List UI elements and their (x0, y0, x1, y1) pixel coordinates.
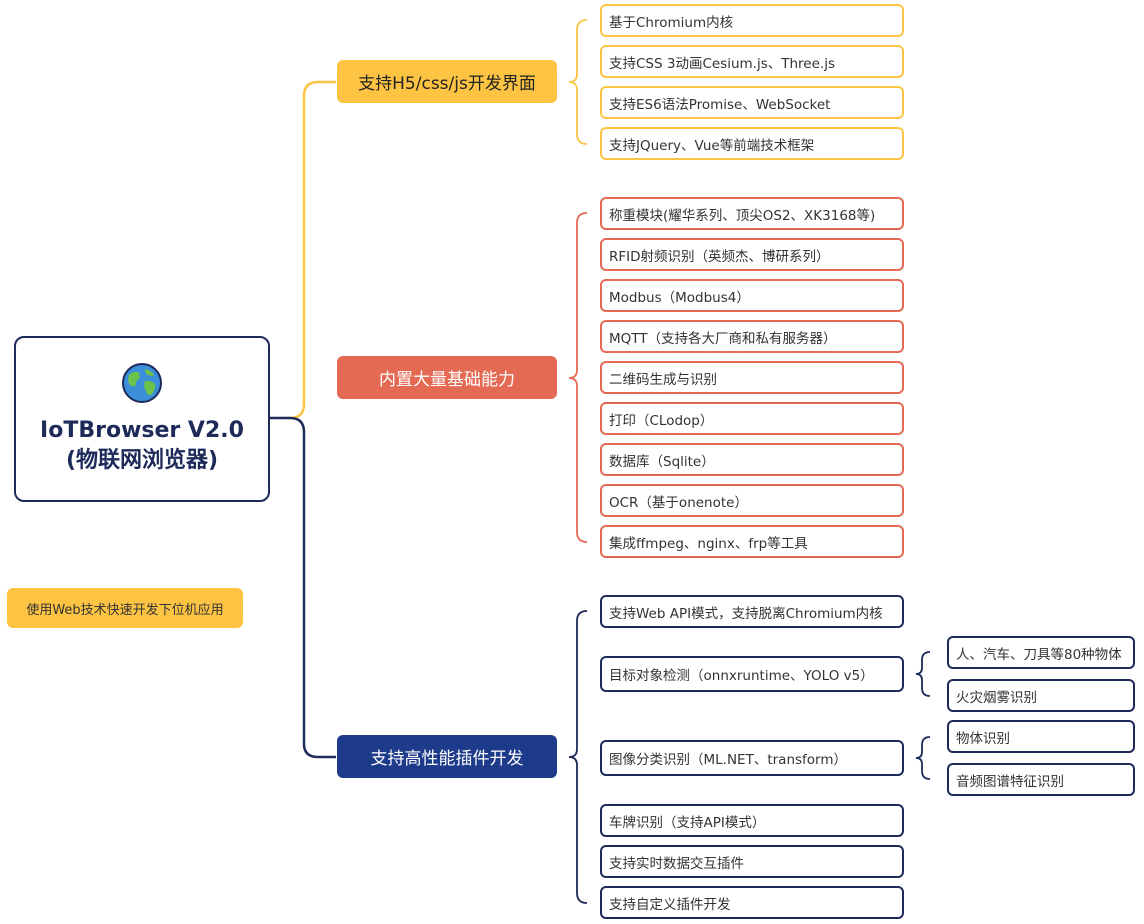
leaf-item[interactable]: 集成ffmpeg、nginx、frp等工具 (600, 525, 904, 558)
leaf-item[interactable]: RFID射频识别（英频杰、博研系列） (600, 238, 904, 271)
sub-item[interactable]: 音频图谱特征识别 (947, 763, 1135, 796)
bracket-detection (915, 651, 931, 697)
leaf-item[interactable]: 数据库（Sqlite） (600, 443, 904, 476)
leaf-item[interactable]: 支持ES6语法Promise、WebSocket (600, 86, 904, 119)
leaf-item[interactable]: 支持实时数据交互插件 (600, 845, 904, 878)
floating-note[interactable]: 使用Web技术快速开发下位机应用 (7, 588, 243, 628)
leaf-item[interactable]: 支持JQuery、Vue等前端技术框架 (600, 127, 904, 160)
leaf-item[interactable]: MQTT（支持各大厂商和私有服务器） (600, 320, 904, 353)
leaf-item[interactable]: Modbus（Modbus4） (600, 279, 904, 312)
branch-builtin-capabilities[interactable]: 内置大量基础能力 (337, 356, 557, 399)
bracket-yellow (568, 19, 588, 145)
branch-plugin-development[interactable]: 支持高性能插件开发 (337, 735, 557, 778)
connector-root-yellow (284, 80, 336, 420)
leaf-item[interactable]: OCR（基于onenote） (600, 484, 904, 517)
root-node[interactable]: IoTBrowser V2.0 (物联网浏览器) (14, 336, 270, 502)
leaf-item-classification[interactable]: 图像分类识别（ML.NET、transform） (600, 740, 904, 776)
root-subtitle: (物联网浏览器) (65, 448, 219, 473)
leaf-item[interactable]: 车牌识别（支持API模式） (600, 804, 904, 837)
root-title: IoTBrowser V2.0 (40, 418, 244, 443)
leaf-item[interactable]: 支持Web API模式，支持脱离Chromium内核 (600, 595, 904, 628)
leaf-item[interactable]: 基于Chromium内核 (600, 4, 904, 37)
connector-root-navy (284, 416, 336, 759)
branch-h5-css-js[interactable]: 支持H5/css/js开发界面 (337, 60, 557, 103)
sub-item[interactable]: 火灾烟雾识别 (947, 679, 1135, 712)
bracket-classification (915, 736, 931, 780)
leaf-item[interactable]: 二维码生成与识别 (600, 361, 904, 394)
leaf-item[interactable]: 支持CSS 3动画Cesium.js、Three.js (600, 45, 904, 78)
sub-item[interactable]: 人、汽车、刀具等80种物体 (947, 636, 1135, 669)
bracket-navy (568, 610, 588, 904)
bracket-red (568, 212, 588, 543)
leaf-item[interactable]: 支持自定义插件开发 (600, 886, 904, 919)
globe-icon (122, 363, 162, 403)
leaf-item-detection[interactable]: 目标对象检测（onnxruntime、YOLO v5） (600, 656, 904, 692)
sub-item[interactable]: 物体识别 (947, 720, 1135, 753)
leaf-item[interactable]: 称重模块(耀华系列、顶尖OS2、XK3168等) (600, 197, 904, 230)
leaf-item[interactable]: 打印（CLodop） (600, 402, 904, 435)
